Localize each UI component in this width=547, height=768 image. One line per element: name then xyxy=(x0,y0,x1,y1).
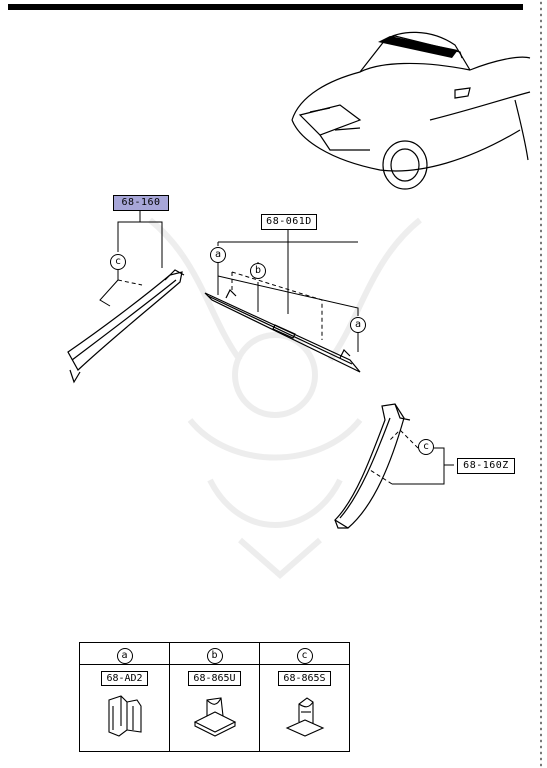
marker-a-right: a xyxy=(350,317,366,333)
right-leader-lines xyxy=(369,429,454,485)
callout-left-pillar[interactable]: 68-160 xyxy=(113,195,169,211)
legend-body-row: 68-AD2 68-865U xyxy=(79,664,350,752)
left-pillar-trim xyxy=(67,269,185,384)
left-leader-lines xyxy=(99,210,163,307)
callout-header-trim[interactable]: 68-061D xyxy=(261,214,317,230)
clip-legend-table: a b c 68-AD2 68-865U xyxy=(79,642,350,752)
header-trim xyxy=(204,288,361,373)
legend-symbol: a xyxy=(116,648,133,664)
legend-part-cell: 68-AD2 xyxy=(79,664,170,752)
legend-header-row: a b c xyxy=(79,642,350,665)
legend-part-code[interactable]: 68-865S xyxy=(278,671,331,686)
clip-b-icon xyxy=(193,697,236,737)
clip-c-icon xyxy=(285,697,324,737)
legend-symbol: c xyxy=(296,648,313,664)
legend-symbol-cell: a xyxy=(79,642,170,665)
callout-right-pillar[interactable]: 68-160Z xyxy=(457,458,515,474)
windshield-header-highlight xyxy=(378,36,458,58)
right-pillar-trim xyxy=(334,403,411,529)
marker-c-left: c xyxy=(110,254,126,270)
car-illustration xyxy=(291,31,531,190)
legend-part-code[interactable]: 68-AD2 xyxy=(101,671,148,686)
legend-part-cell: 68-865S xyxy=(259,664,350,752)
legend-symbol-cell: b xyxy=(169,642,260,665)
clip-a-icon xyxy=(107,695,142,737)
watermark-emblem xyxy=(148,217,422,579)
marker-a-left: a xyxy=(210,247,226,263)
legend-part-code[interactable]: 68-865U xyxy=(188,671,241,686)
page-edge-border xyxy=(539,0,543,768)
marker-c-right: c xyxy=(418,439,434,455)
legend-symbol-cell: c xyxy=(259,642,350,665)
legend-part-cell: 68-865U xyxy=(169,664,260,752)
top-rule xyxy=(8,4,523,10)
marker-b: b xyxy=(250,263,266,279)
legend-symbol: b xyxy=(206,648,223,664)
